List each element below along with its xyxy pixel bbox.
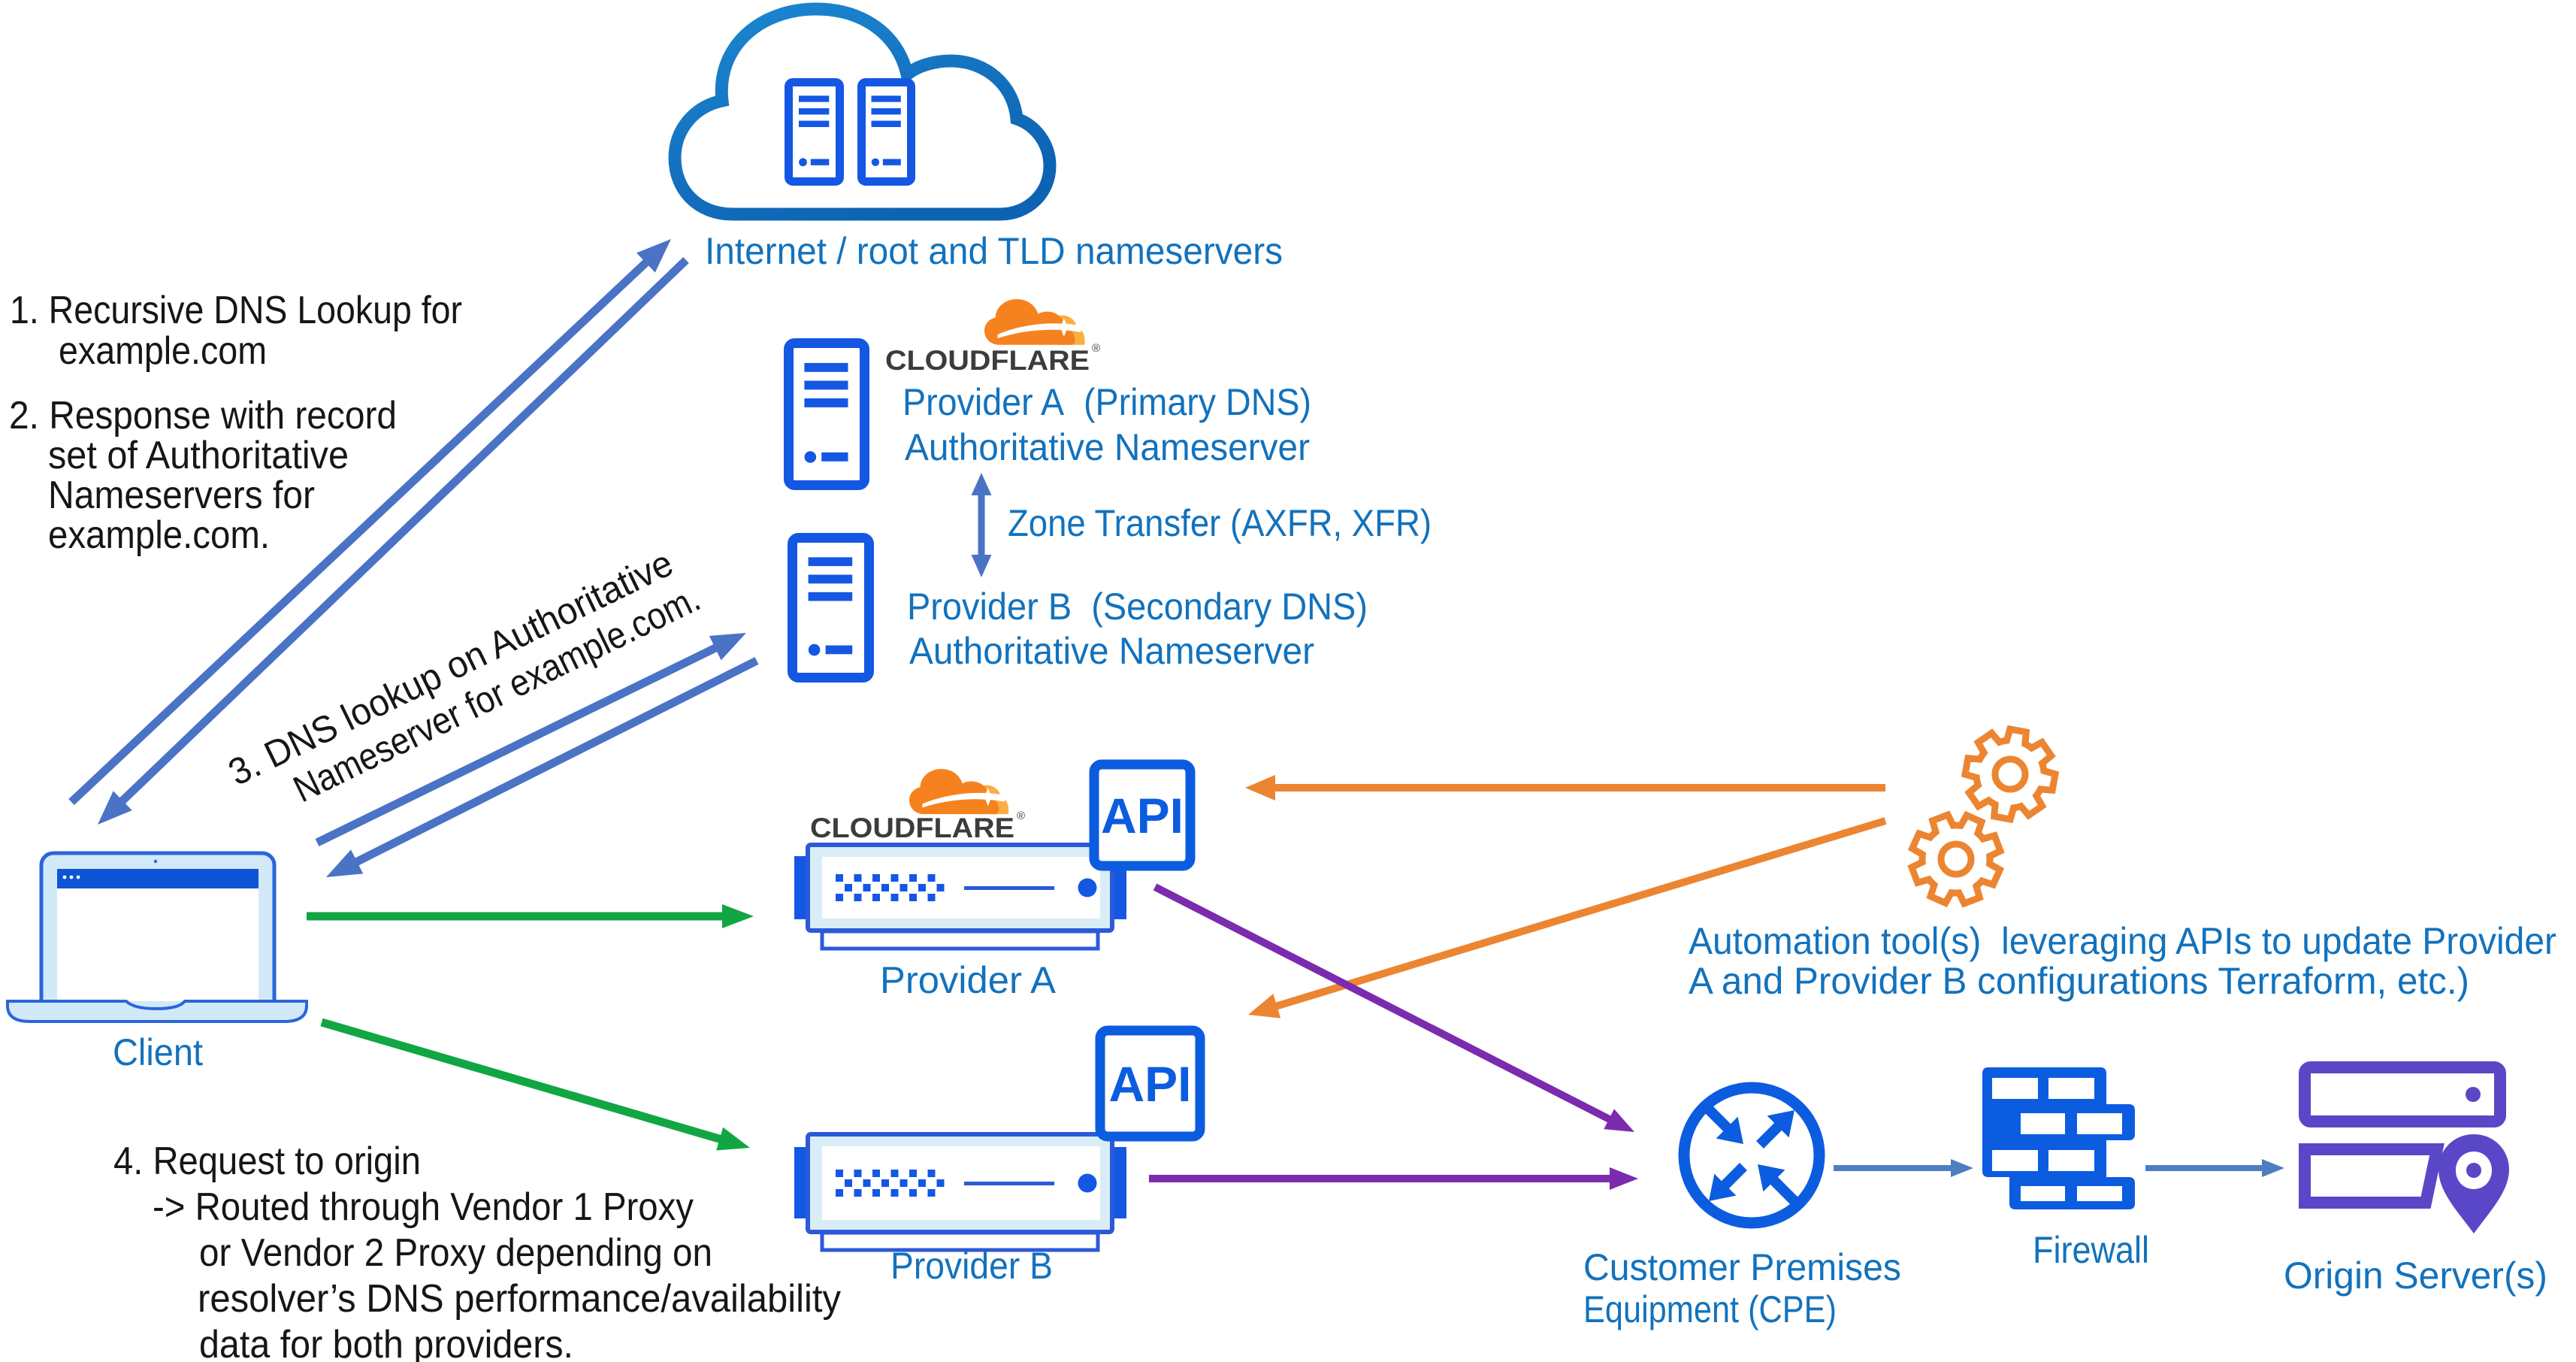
svg-text:API: API (1101, 788, 1184, 843)
svg-text:Provider A (Primary DNS): Provider A (Primary DNS) (903, 381, 1311, 423)
svg-text:A and Provider B configuration: A and Provider B configurations Terrafor… (1689, 960, 2469, 1002)
svg-text:Origin Server(s): Origin Server(s) (2284, 1255, 2547, 1297)
svg-text:Zone Transfer (AXFR, XFR): Zone Transfer (AXFR, XFR) (1008, 502, 1432, 544)
svg-text:data for both providers.: data for both providers. (199, 1323, 573, 1362)
svg-text:CLOUDFLARE: CLOUDFLARE (810, 813, 1014, 843)
svg-text:Provider B: Provider B (890, 1245, 1053, 1287)
svg-text:or Vendor 2 Proxy depending on: or Vendor 2 Proxy depending on (199, 1231, 712, 1275)
svg-text:Customer Premises: Customer Premises (1583, 1246, 1901, 1288)
svg-text:Authoritative Nameserver: Authoritative Nameserver (905, 426, 1310, 468)
svg-text:API: API (1108, 1056, 1191, 1112)
svg-text:Firewall: Firewall (2033, 1229, 2149, 1271)
svg-text:Provider B (Secondary DNS): Provider B (Secondary DNS) (907, 586, 1368, 628)
svg-text:resolver’s DNS performance/ava: resolver’s DNS performance/availability (198, 1277, 841, 1321)
svg-text:Equipment (CPE): Equipment (CPE) (1583, 1288, 1837, 1330)
svg-text:example.com.: example.com. (48, 513, 270, 557)
svg-text:Client: Client (113, 1031, 203, 1073)
svg-text:®: ® (1092, 342, 1100, 355)
svg-text:Nameservers for: Nameservers for (48, 474, 315, 517)
svg-text:4. Request to origin: 4. Request to origin (113, 1140, 421, 1183)
svg-text:Internet / root and TLD namese: Internet / root and TLD nameservers (705, 230, 1283, 272)
svg-text:Authoritative Nameserver: Authoritative Nameserver (909, 630, 1314, 672)
svg-text:-> Routed through Vendor 1 Pro: -> Routed through Vendor 1 Proxy (153, 1185, 694, 1229)
svg-text:Provider A: Provider A (880, 959, 1057, 1001)
svg-text:®: ® (1017, 810, 1025, 822)
svg-text:example.com: example.com (59, 329, 267, 373)
svg-text:1. Recursive DNS Lookup for: 1. Recursive DNS Lookup for (10, 289, 462, 332)
svg-text:set of Authoritative: set of Authoritative (48, 434, 349, 477)
svg-text:Automation tool(s) leveraging: Automation tool(s) leveraging APIs to up… (1689, 920, 2556, 962)
svg-text:2. Response with record: 2. Response with record (9, 394, 397, 437)
svg-text:CLOUDFLARE: CLOUDFLARE (885, 345, 1090, 376)
